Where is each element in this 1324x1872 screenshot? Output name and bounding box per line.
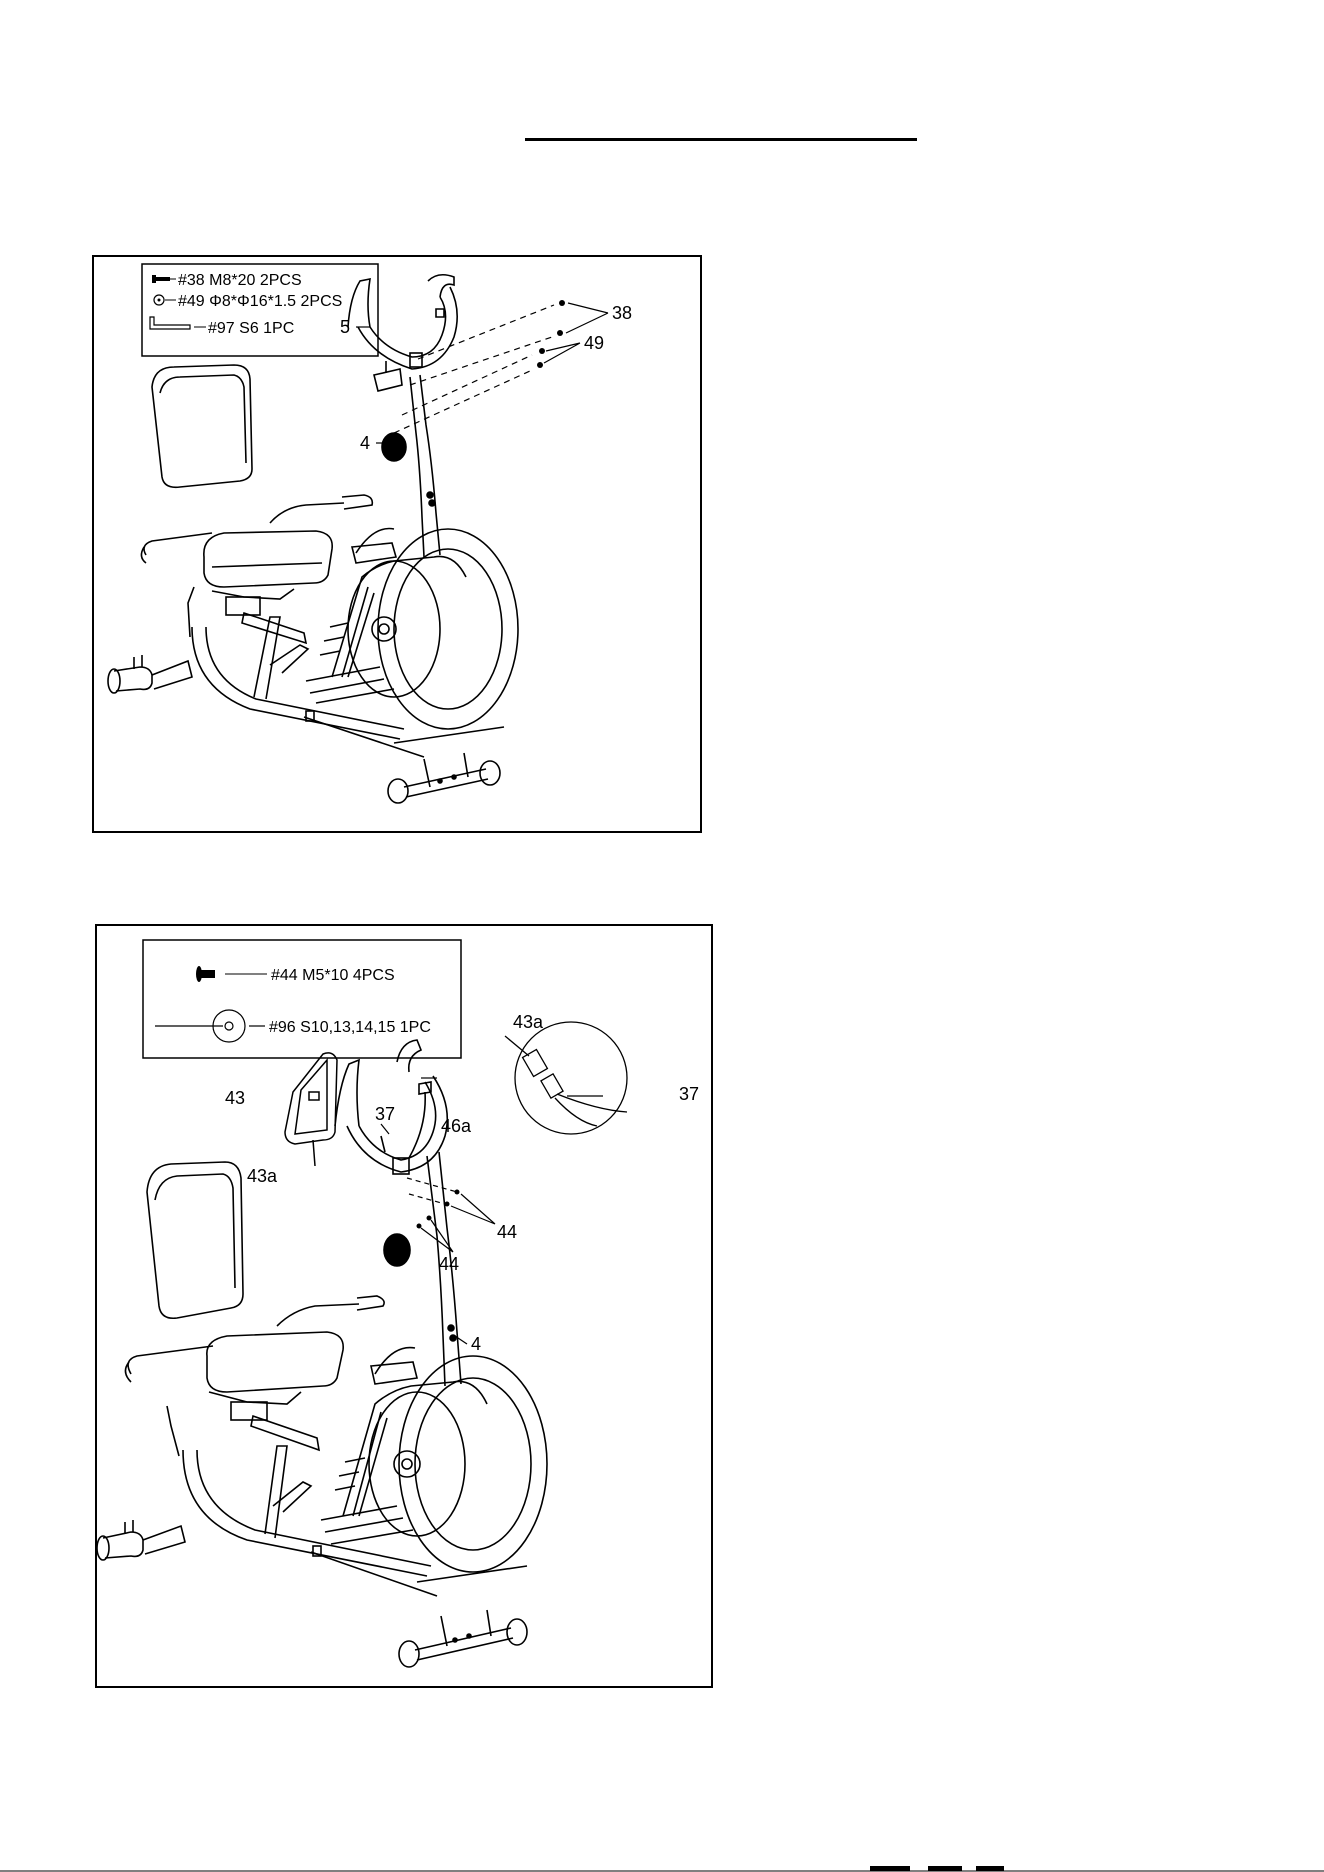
callout-49: 49 (584, 333, 604, 353)
page-title-underline (525, 138, 917, 141)
multi-wrench-icon (155, 1010, 265, 1042)
fastener-markers (417, 1190, 460, 1229)
hardware-96-label: #96 S10,13,14,15 1PC (269, 1019, 431, 1036)
step-2-diagram: #44 M5*10 4PCS #96 S10,13,14,15 1PC 43a … (97, 926, 711, 1686)
hardware-97-label: #97 S6 1PC (208, 320, 294, 337)
callout-5: 5 (340, 317, 350, 337)
page-footer-edge (0, 1862, 1324, 1872)
washer-icon (154, 295, 176, 305)
callout-46a: 46a (441, 1116, 472, 1136)
console-drawing (285, 1053, 337, 1166)
allen-key-icon (150, 317, 206, 329)
hardware-49-label: #49 Φ8*Φ16*1.5 2PCS (178, 293, 342, 310)
callout-44-lower: 44 (439, 1254, 459, 1274)
callout-38: 38 (612, 303, 632, 323)
callout-37: 37 (375, 1104, 395, 1124)
callout-4: 4 (360, 433, 370, 453)
callout-4: 4 (471, 1334, 481, 1354)
detail-callout-37: 37 (679, 1084, 699, 1104)
callout-44-upper: 44 (497, 1222, 517, 1242)
screw-icon (196, 966, 267, 982)
recumbent-bike-drawing (108, 275, 554, 803)
callout-43: 43 (225, 1088, 245, 1108)
detail-callout-43a: 43a (513, 1012, 544, 1032)
assembly-step-1-panel: #38 M8*20 2PCS #49 Φ8*Φ16*1.5 2PCS #97 S… (92, 255, 702, 833)
wire-connection-detail (505, 1022, 627, 1134)
hardware-44-label: #44 M5*10 4PCS (271, 967, 395, 984)
callout-43a: 43a (247, 1166, 278, 1186)
hardware-list-box: #38 M8*20 2PCS #49 Φ8*Φ16*1.5 2PCS #97 S… (142, 264, 378, 356)
hardware-38-label: #38 M8*20 2PCS (178, 272, 302, 289)
step-1-diagram: #38 M8*20 2PCS #49 Φ8*Φ16*1.5 2PCS #97 S… (94, 257, 700, 831)
bolt-icon (152, 275, 176, 283)
assembly-step-2-panel: #44 M5*10 4PCS #96 S10,13,14,15 1PC 43a … (95, 924, 713, 1688)
